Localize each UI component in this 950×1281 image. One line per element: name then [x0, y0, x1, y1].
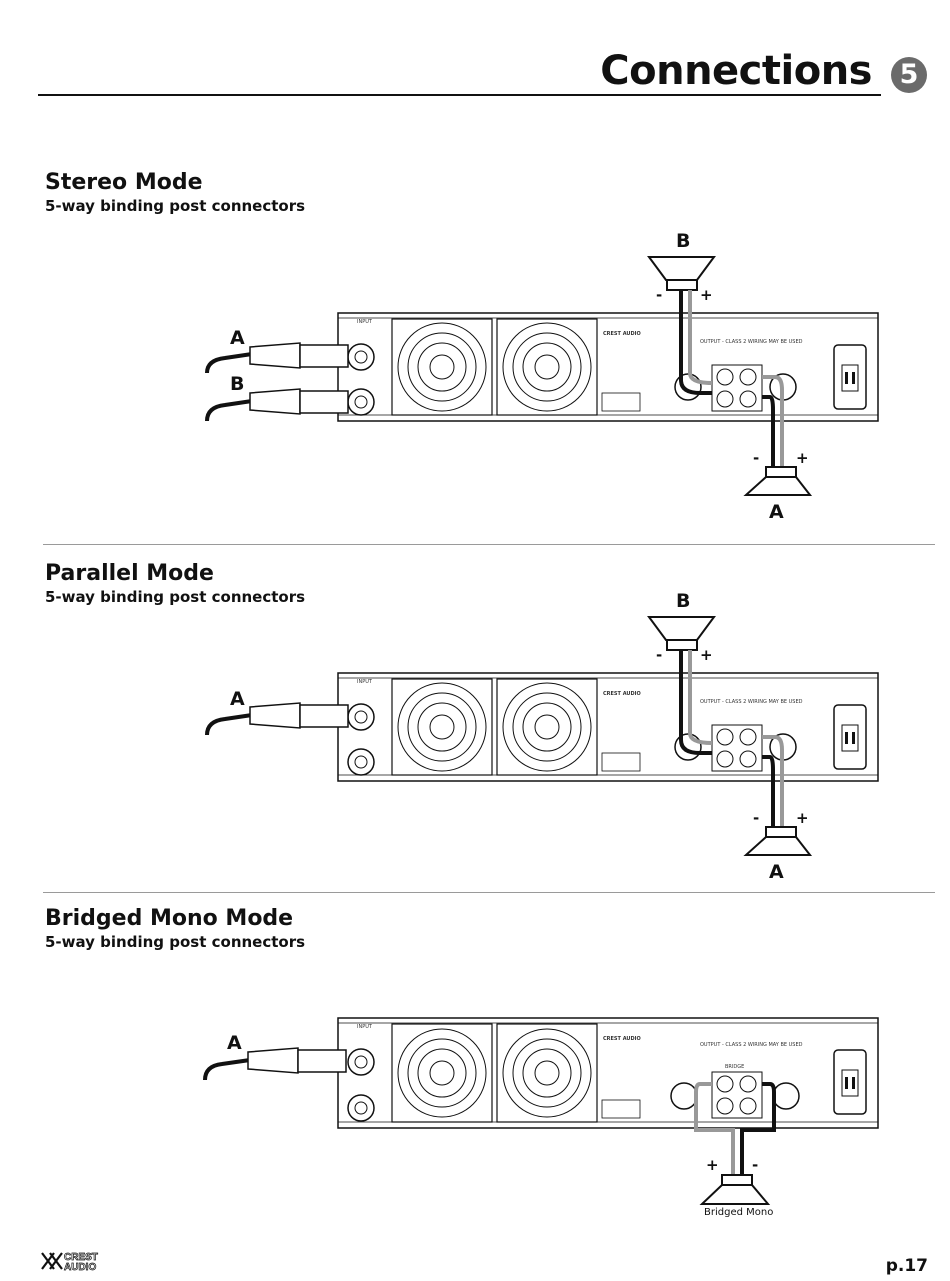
speaker-b-plus: + [700, 646, 713, 664]
speaker-b-plus: + [700, 286, 713, 304]
svg-text:AUDIO: AUDIO [64, 1262, 96, 1272]
svg-text:CREST: CREST [64, 1252, 98, 1263]
svg-text:CREST AUDIO: CREST AUDIO [603, 691, 641, 697]
input-a-label: A [230, 327, 245, 349]
section-divider [43, 544, 935, 545]
section-title-stereo: Stereo Mode [45, 170, 203, 195]
speaker-a-minus: - [753, 809, 759, 827]
svg-text:OUTPUT - CLASS 2 WIRING MAY BE: OUTPUT - CLASS 2 WIRING MAY BE USED [700, 699, 803, 705]
section-title-parallel: Parallel Mode [45, 561, 214, 586]
speaker-a-icon: - + A [743, 449, 813, 523]
page-title: Connections [600, 48, 872, 94]
svg-text:INPUT: INPUT [357, 1024, 373, 1030]
svg-text:OUTPUT - CLASS 2 WIRING MAY BE: OUTPUT - CLASS 2 WIRING MAY BE USED [700, 339, 803, 345]
speaker-b-minus: - [656, 646, 662, 664]
input-a-label: A [230, 688, 245, 710]
svg-text:INPUT: INPUT [357, 679, 373, 685]
speaker-a-icon: - + A [743, 809, 813, 883]
section-title-bridged: Bridged Mono Mode [45, 906, 294, 931]
input-cable-a-icon: A [205, 327, 349, 374]
speaker-b-icon: B - + [647, 230, 716, 304]
svg-text:CREST AUDIO: CREST AUDIO [603, 1036, 641, 1042]
input-cable-a-icon: A [205, 688, 349, 736]
amplifier-rear-panel: INPUT CREST AUDIO OUTPUT - CLASS 2 WIRIN… [337, 1017, 879, 1129]
speaker-bridged-plus: + [706, 1156, 719, 1174]
section-subtitle-bridged: 5-way binding post connectors [45, 933, 306, 951]
speaker-a-label: A [769, 501, 784, 523]
svg-text:BRIDGE: BRIDGE [725, 1064, 744, 1070]
input-a-label: A [227, 1032, 242, 1054]
crest-audio-logo: CREST AUDIO [40, 1250, 120, 1276]
amplifier-rear-panel: INPUT CREST AUDIO OUTPUT - CLASS 2 WIRIN… [337, 312, 879, 422]
parallel-diagram: B - + INPUT CREST AUDIO OUTPUT - CLASS 2… [0, 585, 950, 885]
speaker-bridged-icon: + - Bridged Mono [699, 1156, 773, 1218]
speaker-bridged-minus: - [752, 1156, 758, 1174]
input-b-label: B [230, 373, 244, 395]
chapter-badge: 5 [891, 57, 927, 93]
speaker-b-label: B [676, 590, 690, 612]
page-number: p.17 [885, 1256, 928, 1276]
section-subtitle-parallel: 5-way binding post connectors [45, 588, 306, 606]
amplifier-rear-panel: INPUT CREST AUDIO OUTPUT - CLASS 2 WIRIN… [337, 672, 879, 782]
svg-text:INPUT: INPUT [357, 319, 373, 325]
header-rule [38, 94, 881, 96]
speaker-a-plus: + [796, 809, 809, 827]
stereo-diagram: B - + INPUT CREST AUDIO OUTPUT - CLASS 2… [0, 225, 950, 525]
speaker-b-minus: - [656, 286, 662, 304]
section-subtitle-stereo: 5-way binding post connectors [45, 197, 306, 215]
speaker-a-minus: - [753, 449, 759, 467]
svg-text:CREST AUDIO: CREST AUDIO [603, 331, 641, 337]
input-cable-b-icon: B [205, 373, 349, 422]
speaker-b-label: B [676, 230, 690, 252]
bridged-mono-diagram: INPUT CREST AUDIO OUTPUT - CLASS 2 WIRIN… [0, 1000, 950, 1225]
section-divider [43, 892, 935, 893]
speaker-a-plus: + [796, 449, 809, 467]
input-cable-a-icon: A [203, 1032, 347, 1081]
speaker-a-label: A [769, 861, 784, 883]
speaker-b-icon: B - + [647, 590, 716, 664]
svg-text:OUTPUT - CLASS 2 WIRING MAY BE: OUTPUT - CLASS 2 WIRING MAY BE USED [700, 1042, 803, 1048]
speaker-bridged-caption: Bridged Mono [704, 1207, 773, 1218]
